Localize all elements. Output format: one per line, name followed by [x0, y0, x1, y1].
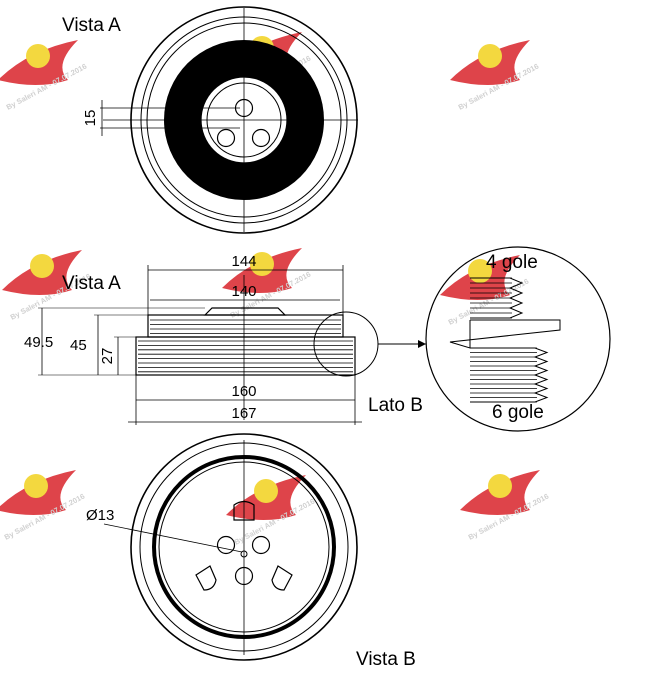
- detail-grooves: [449, 277, 561, 403]
- vista-b-label: Vista B: [356, 649, 416, 670]
- detail-6-gole: 6 gole: [492, 402, 544, 423]
- bottom-view: Ø13 Vista B: [86, 433, 416, 670]
- bottom-diameter-leader: [103, 523, 243, 553]
- watermark-badge: [254, 479, 278, 503]
- dim-167-label: 167: [231, 405, 256, 422]
- vista-a-side-label: Vista A: [62, 273, 121, 294]
- bottom-window-left: [195, 565, 217, 591]
- detail-view: 4 gole 6 gole: [425, 246, 611, 432]
- detail-4-gole: 4 gole: [486, 252, 538, 273]
- detail-circle: [425, 246, 611, 432]
- watermark-logo: By Saleri AM - 07.07.2016: [0, 470, 86, 542]
- bottom-hole-1: [216, 535, 236, 555]
- vista-a-top-label: Vista A: [62, 15, 121, 36]
- watermark-logo: By Saleri AM - 07.07.2016: [0, 40, 88, 112]
- side-lower-body: [135, 336, 356, 376]
- top-hole-3: [251, 128, 271, 148]
- watermark-badge: [30, 254, 54, 278]
- dim-27-label: 27: [99, 348, 116, 365]
- dim-diameter-label: Ø13: [86, 507, 114, 524]
- bottom-hole-2: [251, 535, 271, 555]
- detail-step: [449, 319, 561, 349]
- bottom-outer-rim: [130, 433, 358, 661]
- watermark-logo: By Saleri AM - 07.07.2016: [450, 40, 540, 112]
- detail-leader-arrow: [418, 340, 426, 348]
- bottom-window-top: [233, 500, 255, 521]
- top-view: 15 Vista A: [62, 6, 358, 234]
- side-view: Vista A 144 140 49.5 45 27 160: [24, 253, 426, 425]
- detail-callout-circle: [313, 311, 379, 377]
- side-grooves: [138, 319, 353, 373]
- watermark-badge: [478, 44, 502, 68]
- lato-b-label: Lato B: [368, 395, 423, 416]
- watermark-badge: [24, 474, 48, 498]
- dim-144-label: 144: [231, 253, 256, 270]
- watermark-badge: [468, 259, 492, 283]
- dim-15-label: 15: [82, 110, 99, 127]
- dim-160-label: 160: [231, 383, 256, 400]
- watermark-badge: [26, 44, 50, 68]
- bottom-window-right: [271, 565, 293, 591]
- dim-45-label: 45: [70, 337, 87, 354]
- watermark-badge: [488, 474, 512, 498]
- watermark-logo: By Saleri AM - 07.07.2016: [460, 470, 550, 542]
- dim-49-label: 49.5: [24, 334, 53, 351]
- top-hole-2: [216, 128, 236, 148]
